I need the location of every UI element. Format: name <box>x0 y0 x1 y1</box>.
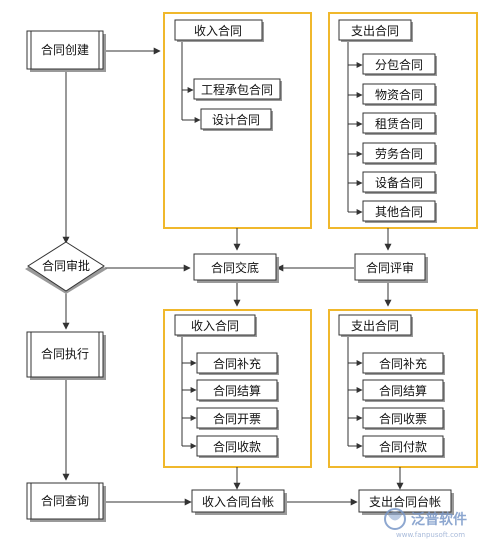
top-income-item-0: 工程承包合同 <box>193 78 282 101</box>
top-expense-item-1: 物资合同 <box>362 83 437 106</box>
svg-text:支出合同: 支出合同 <box>351 23 399 38</box>
svg-text:支出合同台帐: 支出合同台帐 <box>369 494 441 509</box>
top-expense-header: 支出合同 <box>338 19 413 42</box>
node-handover: 合同交底 <box>193 253 279 283</box>
svg-text:劳务合同: 劳务合同 <box>375 146 423 161</box>
create-label: 合同创建 <box>41 42 89 57</box>
svg-text:合同收票: 合同收票 <box>379 411 427 426</box>
svg-text:设计合同: 设计合同 <box>212 112 260 127</box>
svg-text:合同交底: 合同交底 <box>211 260 259 275</box>
approve-label: 合同审批 <box>42 258 90 273</box>
execute-label: 合同执行 <box>41 346 89 361</box>
svg-text:合同补充: 合同补充 <box>213 356 261 371</box>
top-income-item-1: 设计合同 <box>200 108 273 131</box>
exec-income-item-1: 合同结算 <box>196 379 279 402</box>
top-expense-item-3: 劳务合同 <box>362 142 437 165</box>
top-income-header: 收入合同 <box>174 19 264 42</box>
watermark-logo-icon <box>384 508 406 530</box>
connectors <box>62 42 404 506</box>
svg-text:合同结算: 合同结算 <box>213 383 261 398</box>
svg-text:合同付款: 合同付款 <box>379 439 427 454</box>
query-label: 合同查询 <box>41 493 89 508</box>
svg-text:设备合同: 设备合同 <box>375 175 423 190</box>
exec-income-header: 收入合同 <box>174 314 257 337</box>
top-expense-item-2: 租赁合同 <box>362 112 437 135</box>
svg-text:收入合同台帐: 收入合同台帐 <box>202 494 274 509</box>
exec-expense-group <box>328 309 478 468</box>
top-expense-item-0: 分包合同 <box>362 53 437 76</box>
exec-expense-item-0: 合同补充 <box>362 352 445 375</box>
income-ledger: 收入合同台帐 <box>191 489 287 515</box>
top-expense-item-5: 其他合同 <box>362 200 437 223</box>
svg-text:合同开票: 合同开票 <box>213 411 261 426</box>
node-review: 合同评审 <box>354 253 428 283</box>
exec-expense-header: 支出合同 <box>338 314 413 337</box>
exec-income-item-3: 合同收款 <box>196 435 279 458</box>
svg-text:合同评审: 合同评审 <box>366 260 414 275</box>
expense-ledger: 支出合同台帐 <box>358 489 454 515</box>
node-create: 合同创建 <box>26 30 106 72</box>
svg-text:支出合同: 支出合同 <box>351 318 399 333</box>
exec-income-item-0: 合同补充 <box>196 352 279 375</box>
svg-text:租赁合同: 租赁合同 <box>375 116 423 131</box>
watermark-url: www.fanpusoft.com <box>396 531 465 539</box>
exec-expense-item-3: 合同付款 <box>362 435 445 458</box>
svg-text:其他合同: 其他合同 <box>375 204 423 219</box>
svg-text:工程承包合同: 工程承包合同 <box>201 82 273 97</box>
svg-text:合同收款: 合同收款 <box>213 439 261 454</box>
node-query: 合同查询 <box>26 482 106 522</box>
watermark-brand: 泛普软件 <box>411 511 467 528</box>
node-execute: 合同执行 <box>26 331 106 380</box>
exec-income-item-2: 合同开票 <box>196 407 279 430</box>
svg-text:合同补充: 合同补充 <box>379 356 427 371</box>
top-expense-group <box>328 12 478 229</box>
node-approve: 合同审批 <box>25 241 107 294</box>
exec-expense-item-2: 合同收票 <box>362 407 445 430</box>
brand-watermark: 泛普软件 www.fanpusoft.com <box>384 508 467 539</box>
exec-expense-item-1: 合同结算 <box>362 379 445 402</box>
svg-text:物资合同: 物资合同 <box>375 87 423 102</box>
svg-text:收入合同: 收入合同 <box>191 318 239 333</box>
top-expense-item-4: 设备合同 <box>362 171 437 194</box>
svg-text:合同结算: 合同结算 <box>379 383 427 398</box>
svg-text:分包合同: 分包合同 <box>375 57 423 72</box>
svg-text:收入合同: 收入合同 <box>194 23 242 38</box>
